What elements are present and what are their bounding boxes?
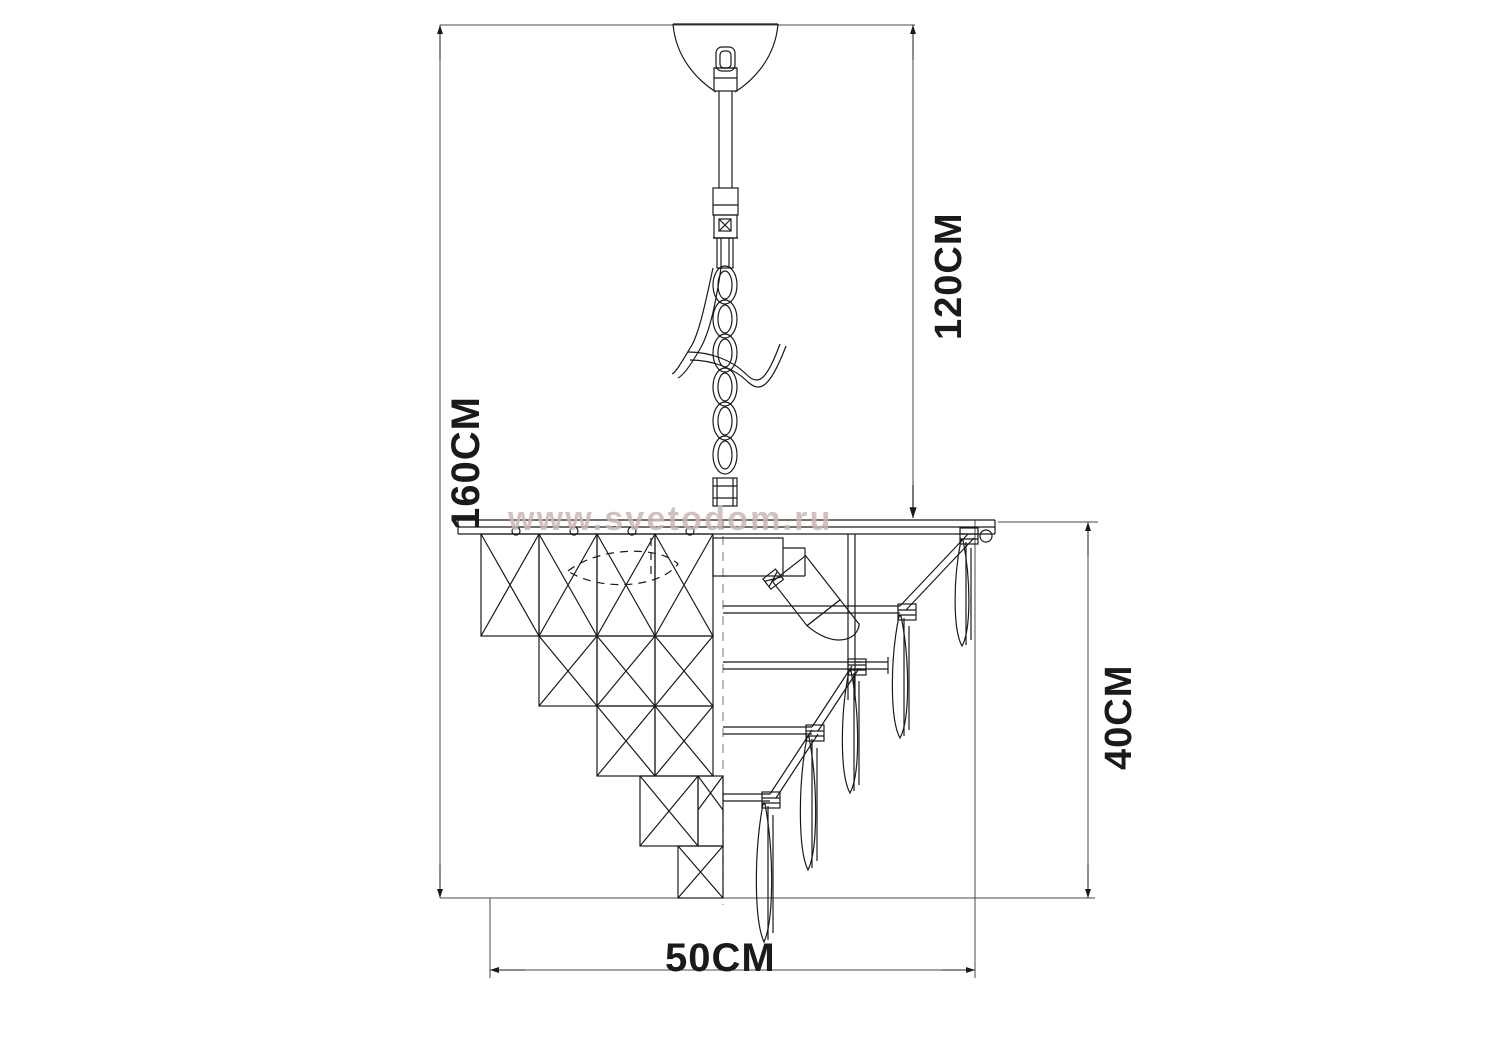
dimension-label-diameter: 50CM bbox=[665, 936, 776, 980]
chain-bottom-fitting bbox=[712, 477, 738, 507]
crystal-tier-2 bbox=[538, 635, 714, 707]
crystal-tier-4 bbox=[639, 775, 724, 847]
rod-chain-coupler bbox=[712, 187, 739, 269]
internal-frame-arms bbox=[723, 533, 975, 802]
hidden-bulb-outline bbox=[566, 538, 679, 586]
teardrop-crystal-pendants bbox=[755, 539, 972, 944]
power-cable bbox=[671, 267, 787, 388]
crystal-tier-5 bbox=[677, 845, 724, 899]
crystal-tier-3 bbox=[596, 705, 714, 777]
dimension-label-body-height: 40CM bbox=[1098, 664, 1140, 770]
suspension-rod bbox=[718, 91, 733, 188]
pendant-mount-caps bbox=[761, 527, 993, 809]
dimension-label-suspension-height: 120CM bbox=[928, 212, 970, 341]
ceiling-canopy-bell bbox=[672, 23, 779, 93]
lamp-socket-housing bbox=[712, 537, 806, 577]
crystal-tier-1 bbox=[480, 533, 714, 637]
dimension-label-total-height: 160CM bbox=[444, 396, 488, 530]
canopy-collar bbox=[713, 67, 738, 92]
site-watermark: www.svetodom.ru bbox=[508, 500, 833, 538]
